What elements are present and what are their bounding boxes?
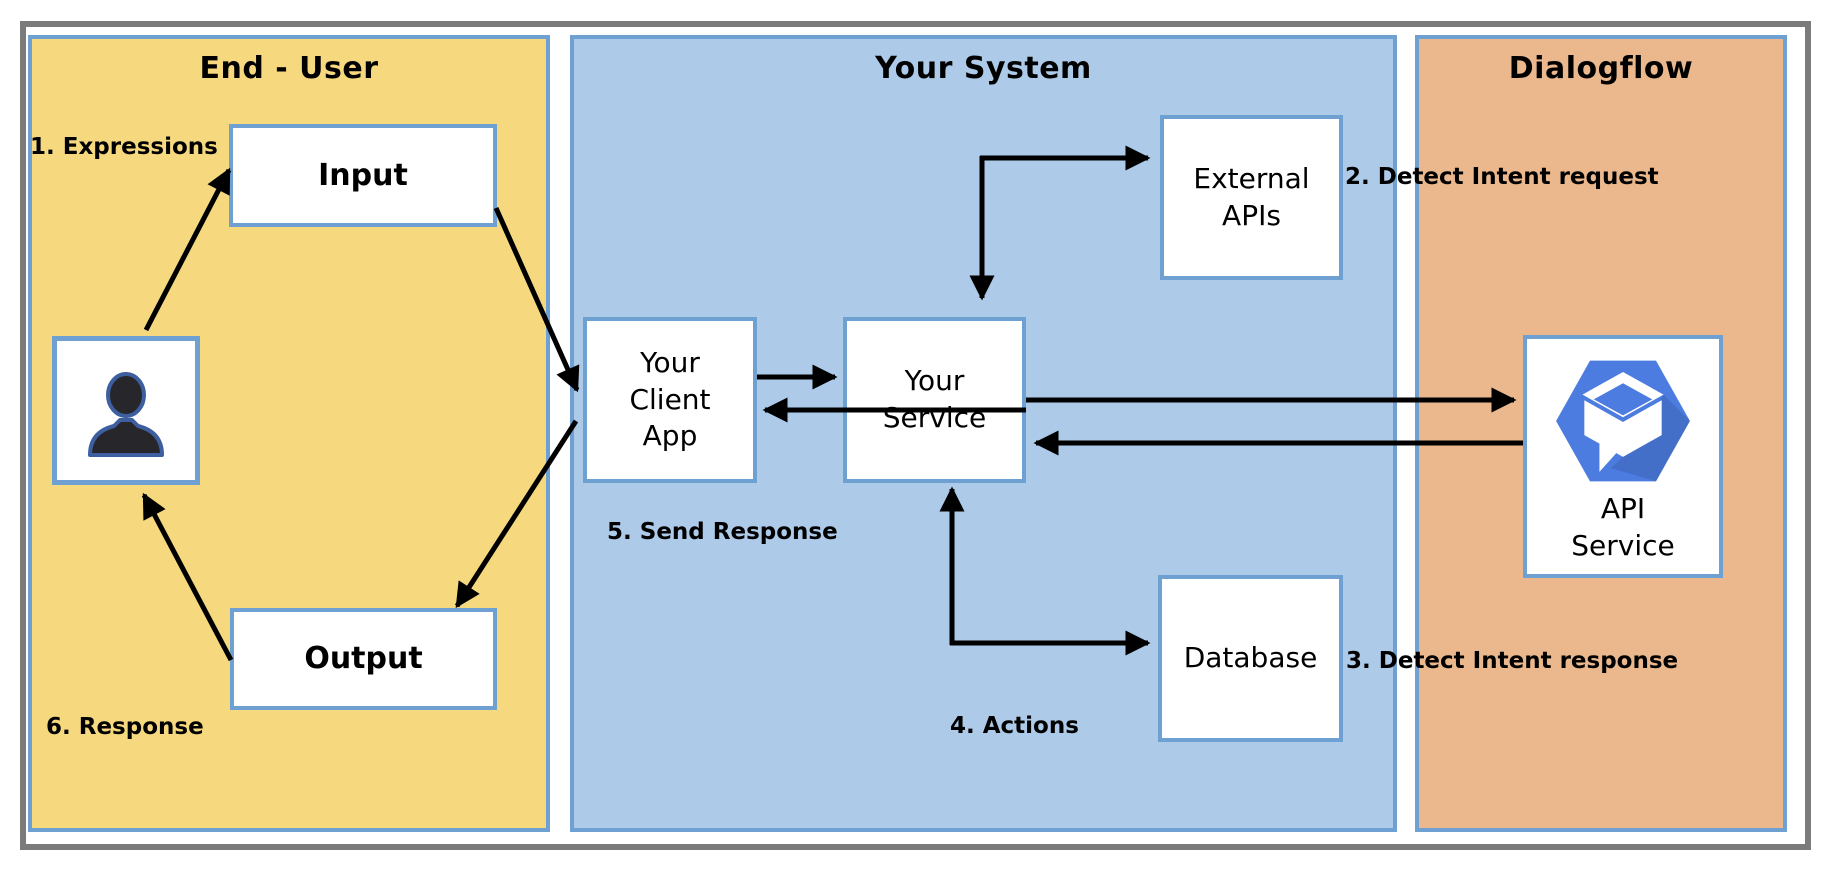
node-end-user [52,336,200,485]
node-input-label: Input [318,157,408,193]
label-expressions: 1. Expressions [30,134,218,160]
node-your-service-label: Your Service [882,364,987,434]
label-detect-intent-request: 2. Detect Intent request [1345,164,1659,190]
section-title-your-system: Your System [875,51,1092,86]
dialogflow-icon [1556,360,1690,481]
node-your-client-app-label: Your Client App [629,345,711,453]
node-external-apis: External APIs [1160,115,1343,280]
node-database-label: Database [1183,641,1318,675]
section-title-end-user: End - User [199,51,379,86]
node-your-client-app: Your Client App [583,317,757,483]
node-api-service-label: API Service [1571,491,1675,562]
node-external-apis-label: External APIs [1193,161,1310,232]
label-send-response: 5. Send Response [607,519,838,545]
node-your-service: Your Service [843,317,1026,483]
node-database: Database [1158,575,1343,742]
node-api-service: API Service [1523,335,1723,578]
label-response: 6. Response [46,714,204,740]
label-detect-intent-response: 3. Detect Intent response [1346,648,1679,674]
label-actions: 4. Actions [950,713,1079,739]
section-title-dialogflow: Dialogflow [1508,51,1694,86]
node-output-label: Output [304,641,423,677]
node-output: Output [230,608,497,710]
outer-border [20,21,1811,850]
person-icon [88,371,164,457]
node-input: Input [229,124,497,227]
